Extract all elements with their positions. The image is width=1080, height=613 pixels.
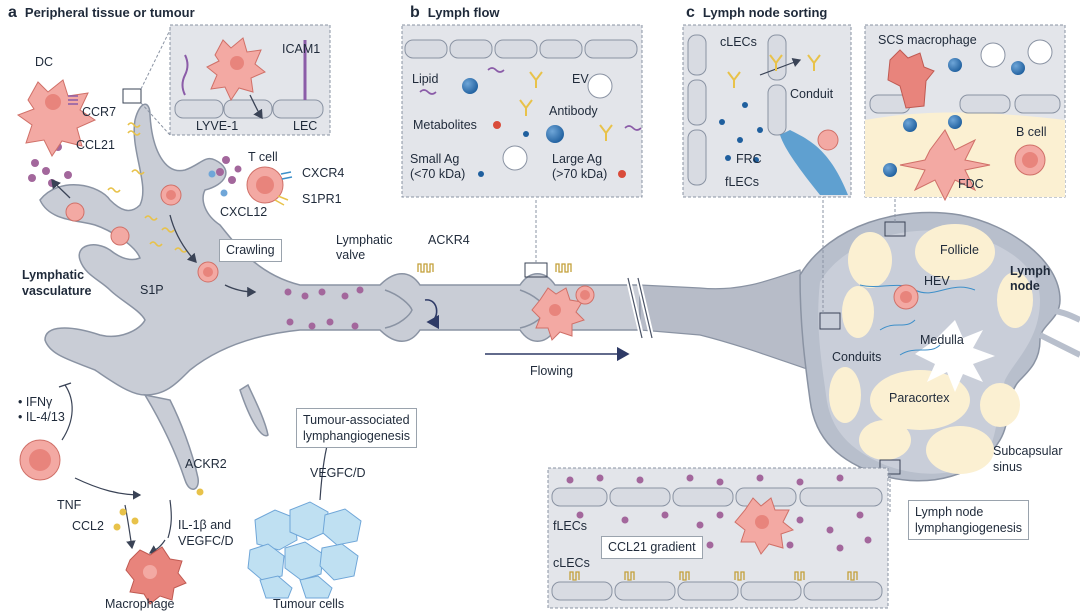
label-ccl21-gradient: CCL21 gradient	[601, 536, 703, 559]
label-lymphatic-vasculature-1: Lymphatic	[22, 268, 85, 282]
label-cxcr4: CXCR4	[302, 166, 345, 180]
label-flowing: Flowing	[530, 364, 574, 378]
label-fdc: FDC	[958, 177, 984, 191]
label-lymphatic-valve-2: valve	[336, 248, 366, 262]
panel-b-letter: b	[410, 4, 420, 21]
label-s1p: S1P	[140, 283, 164, 297]
panel-c-letter: c	[686, 4, 695, 21]
dc-cell	[16, 79, 97, 157]
label-tumour-lymphangiogenesis: Tumour-associated lymphangiogenesis	[296, 408, 418, 448]
label-ln-lymph-1: Lymph node	[915, 505, 984, 519]
label-small-ag-1: Small Ag	[410, 152, 460, 166]
label-macrophage: Macrophage	[105, 597, 175, 611]
panel-b-header: b Lymph flow	[410, 4, 500, 21]
label-tumour-cells: Tumour cells	[273, 597, 345, 611]
label-subcapsular-1: Subcapsular	[993, 444, 1063, 458]
label-large-ag-2: (>70 kDa)	[552, 167, 608, 181]
tumour-cells	[247, 501, 362, 599]
label-metabolites: Metabolites	[413, 118, 477, 132]
label-lipid: Lipid	[412, 72, 439, 86]
label-lec: LEC	[293, 119, 318, 133]
label-ccl2: CCL2	[72, 519, 104, 533]
label-icam1: ICAM1	[282, 42, 321, 56]
label-medulla: Medulla	[920, 333, 964, 347]
label-subcapsular-2: sinus	[993, 460, 1023, 474]
label-vegfcd: VEGFC/D	[310, 466, 366, 480]
label-tnf: TNF	[57, 498, 82, 512]
label-conduits: Conduits	[832, 350, 882, 364]
panel-a-header: a Peripheral tissue or tumour	[8, 4, 195, 21]
label-tcell: T cell	[248, 150, 278, 164]
label-lyve1: LYVE-1	[196, 119, 239, 133]
s1p-squiggles	[107, 122, 188, 253]
label-ln-lymphangiogenesis: Lymph node lymphangiogenesis	[908, 500, 1030, 540]
label-lymph-node-2: node	[1010, 279, 1040, 293]
label-s1pr1: S1PR1	[302, 192, 342, 206]
label-tumour-lymph-1: Tumour-associated	[303, 413, 410, 427]
label-clecs-bottom: cLECs	[553, 556, 590, 570]
label-il413-text: IL-4/13	[25, 410, 65, 424]
label-ackr2: ACKR2	[185, 457, 227, 471]
label-ackr4: ACKR4	[428, 233, 470, 247]
label-cxcl12: CXCL12	[220, 205, 268, 219]
label-il1b-2: VEGFC/D	[178, 534, 234, 548]
label-il1b-1: IL-1β and	[178, 518, 232, 532]
label-ccr7: CCR7	[82, 105, 117, 119]
label-clecs-top: cLECs	[720, 35, 757, 49]
label-il413: • IL-4/13	[18, 410, 65, 424]
label-ln-lymph-2: lymphangiogenesis	[915, 521, 1023, 535]
panel-c-header: c Lymph node sorting	[686, 4, 828, 21]
label-antibody: Antibody	[549, 104, 598, 118]
label-conduit: Conduit	[790, 87, 834, 101]
label-ifng: • IFNγ	[18, 395, 53, 409]
label-ifng-text: IFNγ	[25, 395, 53, 409]
label-flecs-bottom: fLECs	[553, 519, 588, 533]
label-tumour-lymph-2: lymphangiogenesis	[303, 429, 411, 443]
label-lymph-node-1: Lymph	[1010, 264, 1051, 278]
label-lymphatic-vasculature-2: vasculature	[22, 284, 92, 298]
panel-c-title: Lymph node sorting	[702, 5, 828, 20]
label-ccl21: CCL21	[76, 138, 115, 152]
lymphatic-vessel	[39, 103, 811, 490]
label-paracortex: Paracortex	[889, 391, 950, 405]
label-large-ag-1: Large Ag	[552, 152, 603, 166]
label-hev: HEV	[924, 274, 950, 288]
label-dc: DC	[35, 55, 54, 69]
label-ev: EV	[572, 72, 589, 86]
label-lymphatic-valve-1: Lymphatic	[336, 233, 393, 247]
label-scs-macrophage: SCS macrophage	[878, 33, 977, 47]
macrophage-cell	[125, 546, 187, 605]
migrating-cells	[65, 184, 219, 283]
panel-a-title: Peripheral tissue or tumour	[24, 5, 195, 20]
label-flecs-top: fLECs	[725, 175, 760, 189]
label-b-cell: B cell	[1016, 125, 1047, 139]
label-follicle: Follicle	[940, 243, 979, 257]
tcell	[208, 165, 293, 206]
label-small-ag-2: (<70 kDa)	[410, 167, 466, 181]
panel-b-title: Lymph flow	[427, 5, 500, 20]
label-crawling: Crawling	[219, 239, 282, 262]
label-frc: FRC	[736, 152, 762, 166]
panel-a-letter: a	[8, 4, 17, 21]
lymph-node	[799, 211, 1080, 482]
